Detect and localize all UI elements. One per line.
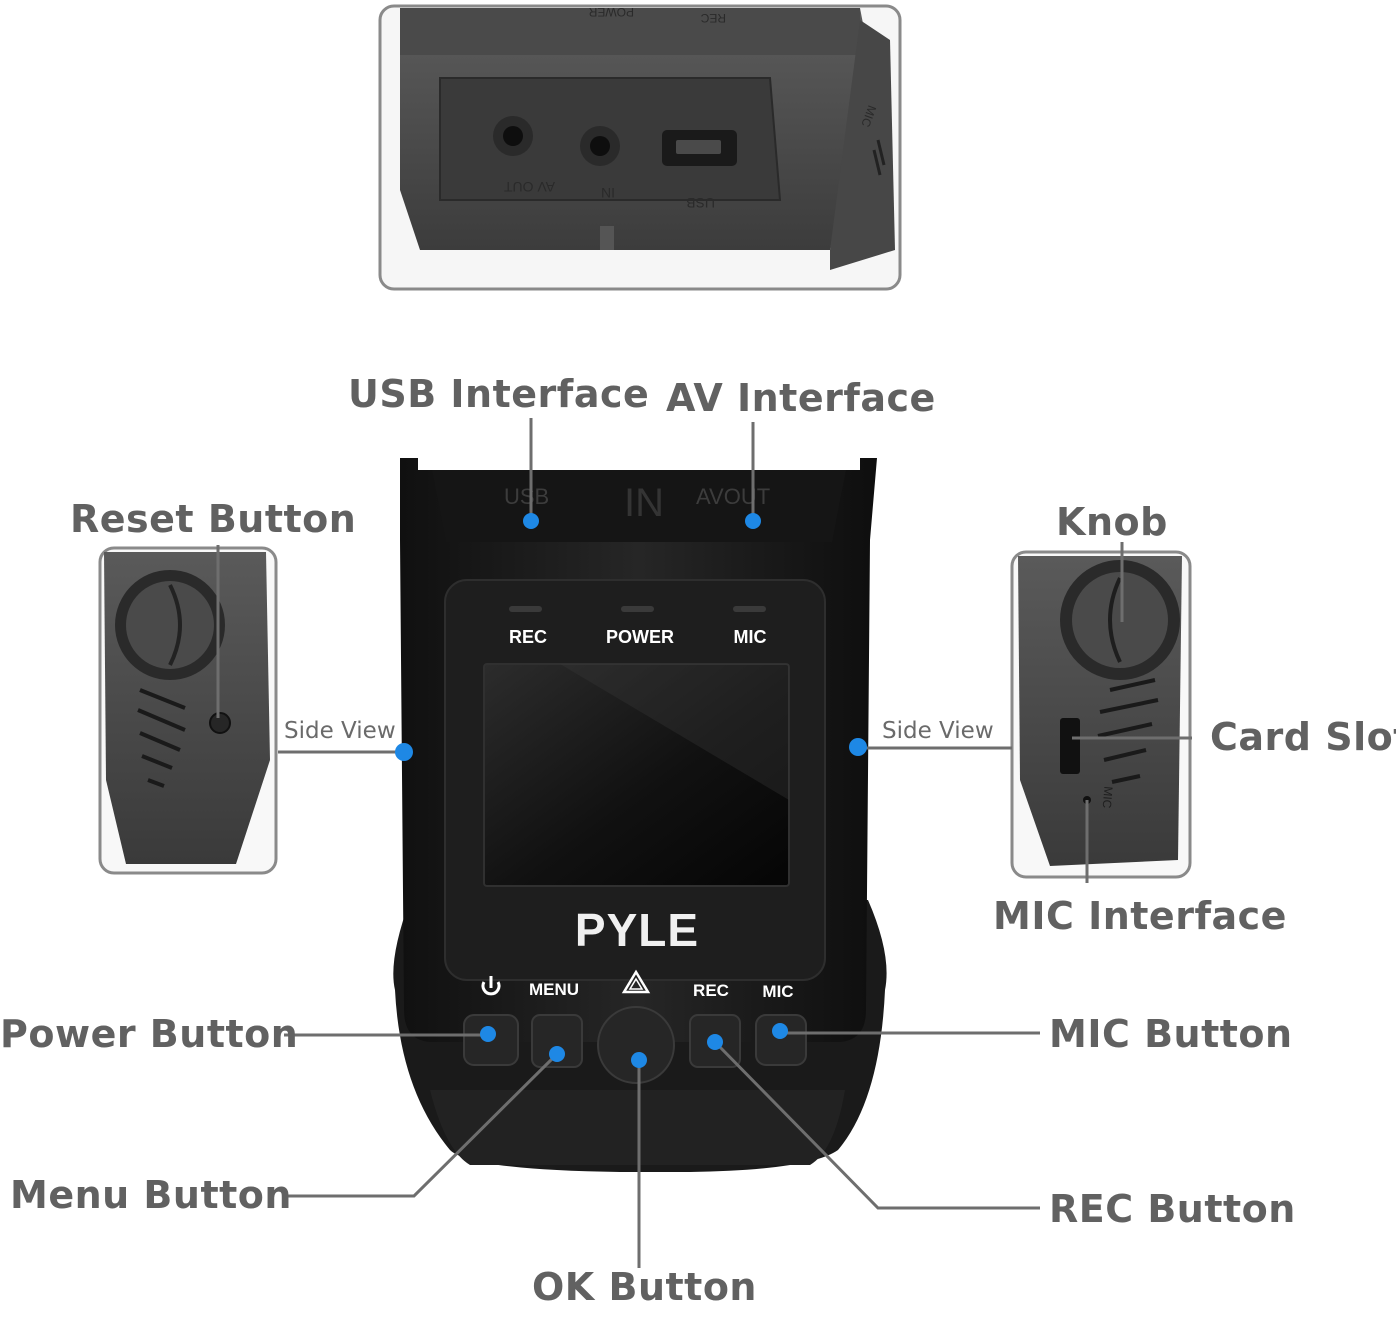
marker-rec-button <box>707 1034 723 1050</box>
right-side-view-panel: MIC <box>1010 550 1192 879</box>
lcd-screen <box>483 663 790 887</box>
callout-mic-interface: MIC Interface <box>993 894 1287 938</box>
top-view-label-in: IN <box>601 185 615 201</box>
menu-button[interactable] <box>531 1014 583 1068</box>
emergency-triangle-icon <box>621 969 651 994</box>
marker-power-button <box>480 1026 496 1042</box>
marker-menu-button <box>549 1046 565 1062</box>
power-led <box>621 606 654 612</box>
av-jack <box>493 116 533 156</box>
leader-rec-button <box>713 1040 1040 1210</box>
brand-logo: PYLE <box>575 904 699 956</box>
ok-button[interactable] <box>597 1006 675 1084</box>
marker-left-side-view <box>395 743 413 761</box>
vent-slots-left <box>137 688 186 788</box>
power-symbol-icon <box>481 976 501 996</box>
button-label-mic: MIC <box>762 982 793 1001</box>
top-view-label-usb: USB <box>686 195 715 211</box>
vent-slots-right <box>1097 678 1159 784</box>
right-side-view-label: Side View <box>882 718 994 744</box>
top-view-side <box>830 20 895 270</box>
knob <box>1060 560 1180 680</box>
usb-port <box>662 130 737 166</box>
callout-rec-button: REC Button <box>1049 1187 1296 1231</box>
mic-led <box>733 606 766 612</box>
markers <box>395 513 867 1068</box>
button-label-rec: REC <box>693 981 729 1000</box>
side-knob <box>115 570 225 680</box>
indicator-label-rec: REC <box>509 627 547 647</box>
top-view-label-power: POWER <box>588 5 634 19</box>
top-view-label-avout: AV OUT <box>503 179 555 195</box>
callout-reset-button: Reset Button <box>70 497 357 541</box>
callout-ok-button: OK Button <box>532 1265 757 1309</box>
callout-mic-button: MIC Button <box>1049 1012 1293 1056</box>
dash-cam-front: USB IN AVOUT REC POWER MIC PYLE MENU REC… <box>393 458 887 1172</box>
marker-av-interface <box>745 513 761 529</box>
card-slot <box>1060 718 1080 774</box>
indicator-label-mic: MIC <box>734 627 767 647</box>
button-label-menu: MENU <box>529 980 579 999</box>
indicator-label-power: POWER <box>606 627 674 647</box>
device-top-label-usb: USB <box>504 484 549 509</box>
marker-ok-button <box>631 1052 647 1068</box>
rec-led <box>509 606 542 612</box>
marker-right-side-view <box>849 738 867 756</box>
mic-button[interactable] <box>755 1014 807 1066</box>
callout-usb-interface: USB Interface <box>348 372 650 416</box>
in-jack <box>580 126 620 166</box>
left-side-view-panel <box>98 546 278 875</box>
device-top-label-avout: AVOUT <box>696 484 770 509</box>
top-view-panel: AV OUT IN USB POWER REC MIC <box>378 4 902 291</box>
callout-av-interface: AV Interface <box>666 376 936 420</box>
callout-card-slot: Card Slot <box>1210 715 1396 759</box>
right-panel-mic-label: MIC <box>1100 786 1116 809</box>
marker-mic-button <box>772 1023 788 1039</box>
device-top-label-in: IN <box>624 481 664 525</box>
left-side-view-label: Side View <box>284 718 396 744</box>
top-view-label-rec: REC <box>700 11 726 25</box>
marker-usb-interface <box>523 513 539 529</box>
leader-lines <box>216 418 1192 1268</box>
callout-menu-button: Menu Button <box>10 1173 292 1217</box>
callout-knob: Knob <box>1056 500 1168 544</box>
reset-hole <box>209 712 231 734</box>
leader-menu-button <box>284 1052 559 1198</box>
callout-power-button: Power Button <box>0 1012 299 1056</box>
